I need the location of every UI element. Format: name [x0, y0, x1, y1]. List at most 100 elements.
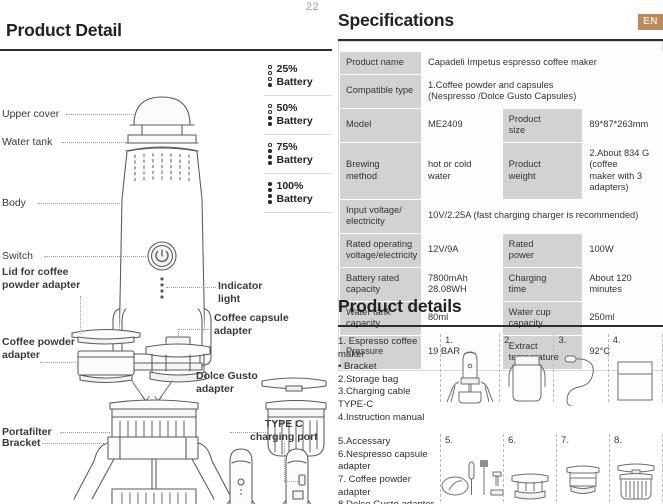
- product-detail-divider: [0, 49, 332, 51]
- spec-key: Water cup capacity: [501, 300, 584, 336]
- leader-dolce-gusto: [230, 432, 268, 433]
- spec-key: Model: [339, 107, 422, 143]
- spec-key: Input voltage/ electricity: [339, 198, 422, 234]
- battery-dot: [268, 200, 272, 204]
- battery-legend-item: 100%Battery: [264, 174, 332, 213]
- battery-dot: [268, 155, 272, 159]
- spec-value: 7800mAh 28.08WH: [421, 266, 503, 302]
- spec-key: Pressure: [339, 334, 422, 370]
- specifications-divider: [338, 39, 663, 41]
- leader-capsule-horizontal: [178, 329, 212, 330]
- battery-level-dots-icon: [268, 103, 272, 126]
- battery-legend-text: 50%Battery: [277, 102, 313, 127]
- leader-portafilter: [60, 432, 112, 433]
- label-lid-coffee-powder-adapter: Lid for coffee powder adapter: [2, 266, 81, 291]
- spec-key: Product size: [501, 107, 584, 143]
- label-typec-charging-port: TYPE C charging port: [250, 418, 318, 443]
- battery-level-dots-icon: [268, 142, 272, 165]
- spec-key: Rated power: [501, 232, 584, 268]
- battery-dot: [268, 116, 272, 120]
- battery-dot: [268, 104, 272, 108]
- spec-value: 2.About 834 G (coffee maker with 3 adapt…: [582, 141, 663, 200]
- battery-level-dots-icon: [268, 181, 272, 204]
- battery-legend-text: 25%Battery: [277, 63, 313, 88]
- cell-number-2: 2.: [504, 335, 513, 346]
- product-details-cell-5: 5.: [440, 434, 504, 503]
- label-coffee-capsule-adapter: Coffee capsule adapter: [214, 312, 289, 337]
- battery-legend-item: 50%Battery: [264, 96, 332, 135]
- coffee-powder-adapter-icon: [566, 465, 600, 495]
- page-number: 22: [306, 1, 320, 13]
- label-switch: Switch: [2, 250, 33, 262]
- battery-dot: [268, 188, 272, 192]
- nespresso-capsule-adapter-icon: [511, 473, 549, 500]
- spec-value: 80ml: [421, 300, 503, 336]
- leader-water-tank: [62, 142, 128, 143]
- leader-indicator: [166, 287, 216, 288]
- battery-label: Battery: [276, 75, 313, 88]
- espresso-maker-bracket-icon: [446, 351, 494, 404]
- spec-key: Product weight: [501, 141, 584, 200]
- spec-value: Capadeli Impetus espresso coffee maker: [421, 51, 663, 75]
- spec-key: Rated operating voltage/electricity: [339, 232, 422, 268]
- spec-key: Brewing method: [339, 141, 422, 200]
- dolce-gusto-adapter-icon: [617, 463, 655, 500]
- product-details-list-top: 1. Espresso coffee maker • Bracket 2.Sto…: [338, 334, 441, 424]
- leader-capsule-vertical: [178, 329, 179, 338]
- label-dolce-gusto-adapter: Dolce Gusto adapter: [196, 370, 258, 395]
- product-details-cell-3: 3.: [553, 334, 609, 407]
- leader-lid-vertical: [80, 296, 81, 334]
- product-details-cells-top: 1. 2: [440, 334, 663, 424]
- cell-number-5: 5.: [445, 435, 454, 447]
- battery-dot: [268, 182, 272, 186]
- battery-dot: [268, 65, 272, 69]
- product-details-cell-7: 7.: [556, 434, 610, 503]
- spec-value: 10V/2.25A (fast charging charger is reco…: [421, 198, 663, 234]
- product-details-cell-2: 2.: [499, 334, 555, 402]
- battery-label: Battery: [276, 114, 313, 127]
- product-details-cells-bottom: 5.: [440, 434, 663, 504]
- leader-upper-cover: [66, 114, 134, 115]
- cell-number-6: 6.: [508, 435, 517, 447]
- label-body: Body: [2, 197, 26, 209]
- product-detail-diagram: Upper cover Water tank Body Switch Indic…: [0, 51, 332, 504]
- cell-number-7: 7.: [561, 435, 570, 447]
- spec-value: 100W: [582, 232, 663, 268]
- product-details-list-bottom: 5.Accessary 6.Nespresso capsule adapter …: [338, 434, 441, 504]
- cell-number-8: 8.: [614, 435, 623, 447]
- battery-dot: [268, 149, 272, 153]
- spec-value: 19 BAR: [421, 334, 503, 370]
- coffee-maker-exploded-diagram: [71, 96, 327, 504]
- battery-legend-item: 25%Battery: [264, 57, 332, 96]
- spec-value: 250ml: [582, 300, 663, 336]
- battery-percent: 50%: [276, 102, 298, 114]
- battery-level-dots-icon: [268, 64, 272, 87]
- battery-percent: 25%: [276, 63, 298, 75]
- battery-percent: 100%: [276, 180, 304, 192]
- product-details-cell-6: 6.: [503, 434, 557, 503]
- battery-dot: [268, 122, 272, 126]
- language-badge[interactable]: EN: [638, 14, 663, 30]
- charging-cable-icon: [564, 355, 594, 407]
- battery-label: Battery: [276, 153, 313, 166]
- product-details-section: Product details 1. Espresso coffee maker…: [338, 296, 663, 504]
- storage-bag-icon: [508, 355, 546, 402]
- label-coffee-powder-adapter: Coffee powder adapter: [2, 336, 75, 361]
- battery-legend-text: 75%Battery: [277, 141, 313, 166]
- instruction-manual-icon: [617, 361, 653, 401]
- label-bracket: Bracket: [2, 437, 41, 449]
- battery-dot: [268, 110, 272, 114]
- battery-dot: [268, 143, 272, 147]
- leader-body: [38, 203, 122, 204]
- battery-legend-item: 75%Battery: [264, 135, 332, 174]
- spec-key: Compatible type: [339, 73, 422, 109]
- label-water-tank: Water tank: [2, 136, 53, 148]
- spec-value: 1.Coffee powder and capsules (Nespresso …: [421, 73, 663, 109]
- product-detail-section: Product Detail: [0, 20, 332, 504]
